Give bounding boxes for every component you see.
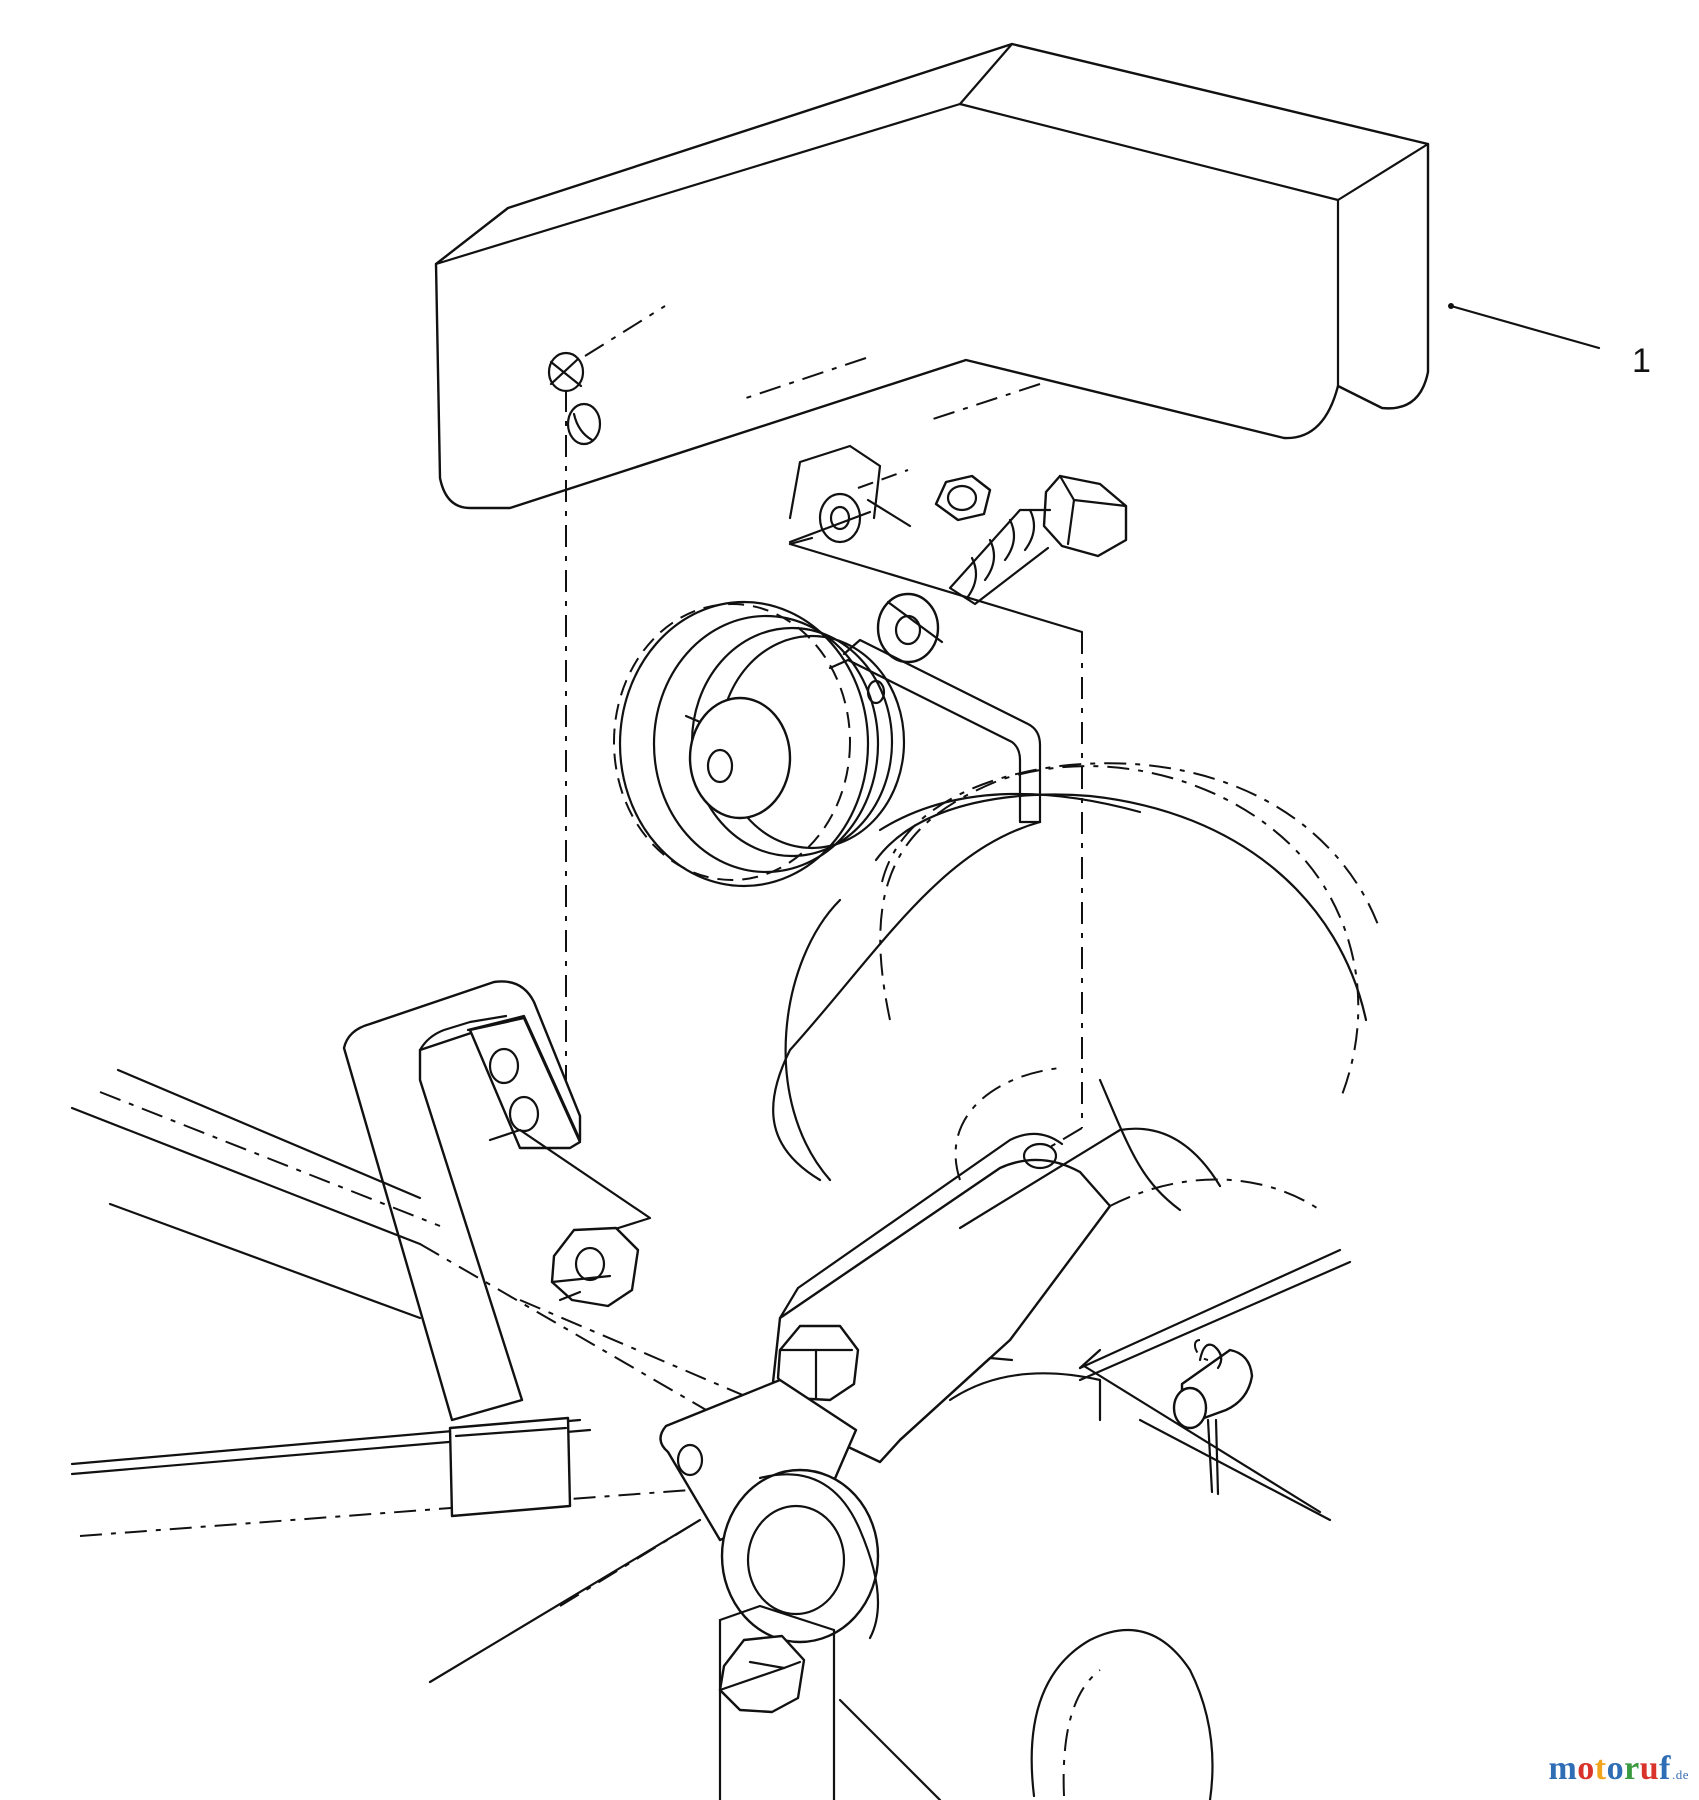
wheel-hub [838,1628,1214,1800]
pivot-mount [659,1378,880,1644]
assembly-guide-lines [565,305,1083,1151]
watermark-letters: motoruf [1548,1750,1671,1787]
watermark-letter: f [1659,1750,1671,1787]
watermark-letter: u [1639,1750,1660,1787]
left-mounting-bracket [342,980,652,1422]
watermark-suffix: .de [1671,1767,1689,1782]
washer [876,592,944,664]
callout-label-1: 1 [1632,342,1651,380]
hex-nut-left [550,1226,640,1308]
engine-pulley [772,762,1381,1212]
clevis-pin [1082,1339,1332,1522]
clutch-housing [768,1127,1352,1464]
hex-nut-top [934,474,992,522]
belt-guard-part [434,42,1430,510]
watermark-letter: m [1548,1750,1578,1787]
watermark-letter: o [1606,1750,1625,1787]
watermark-letter: t [1594,1750,1607,1787]
watermark-letter: r [1624,1750,1640,1787]
callout-leader-1 [1448,303,1601,350]
watermark-logo: motoruf motoruf.de [1548,1750,1689,1788]
idler-pulley [613,600,906,888]
lower-bracket [428,1518,836,1800]
watermark-letter: o [1577,1750,1595,1787]
hex-bolt [948,474,1128,606]
upper-bracket [788,444,1084,634]
